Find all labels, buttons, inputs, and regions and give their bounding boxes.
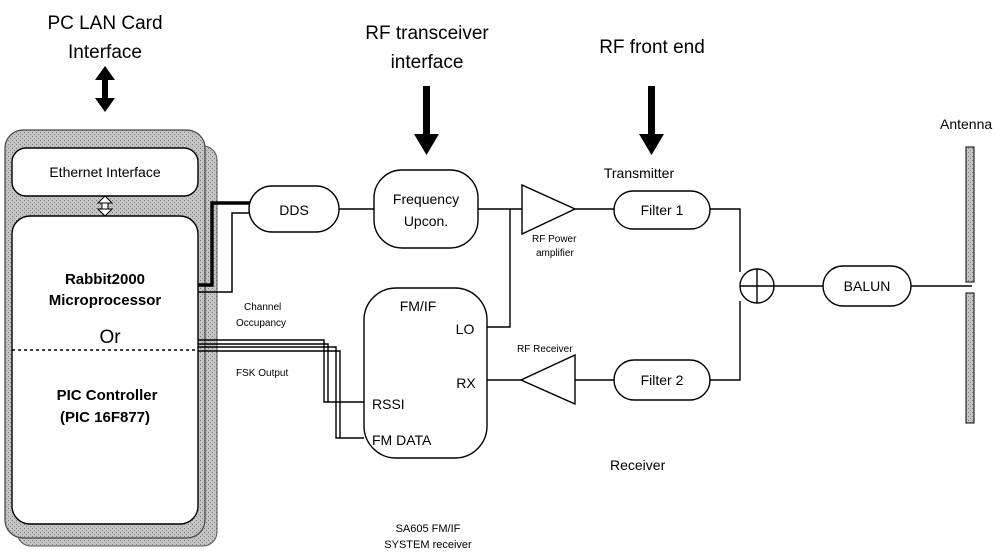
heading-rf-transceiver-line2: interface [391,52,464,73]
rx-pin-label: RX [456,375,476,391]
upcon-label-line2: Upcon. [404,213,448,229]
lo-pin-label: LO [456,321,475,337]
antenna-icon [965,146,975,424]
rssi-pin-label: RSSI [372,396,405,412]
down-arrow-icon [639,86,664,155]
fm-if-receiver-block [363,287,488,459]
heading-pc-lan-line2: Interface [68,42,142,63]
fmif-label: FM/IF [400,298,437,314]
frequency-upconverter-block [373,169,479,249]
pic-label-line1: PIC Controller [57,387,158,404]
filter-1-label: Filter 1 [641,202,684,218]
fm-data-pin-label: FM DATA [372,432,432,448]
antenna-label: Antenna [940,116,992,132]
lo-link [487,209,511,328]
down-arrow-icon [414,86,439,155]
rf-power-label-line1: RF Power [532,234,577,245]
fm-data-signal-line [198,346,364,439]
heading-rf-transceiver-line1: RF transceiver [365,23,489,44]
heading-rf-front-end: RF front end [599,37,705,58]
rf-receiver-label: RF Receiver [517,344,573,355]
controller-dds-bus [198,201,250,293]
combiner-icon [739,268,775,304]
rabbit-label-line1: Rabbit2000 [65,271,145,288]
pic-label-line2: (PIC 16F877) [60,409,150,426]
rf-power-label-line2: amplifier [536,248,574,259]
transmitter-label: Transmitter [604,165,675,181]
filter-1-block [613,190,711,230]
or-label: Or [99,327,121,348]
channel-occupancy-label-line1: Channel [244,302,281,313]
rabbit-label-line2: Microprocessor [49,292,162,309]
channel-occupancy-label-line2: Occupancy [236,318,286,329]
receiver-label: Receiver [610,457,666,473]
bidirectional-arrow-icon [95,66,115,112]
sa605-caption-line2: SYSTEM receiver [384,539,472,551]
rssi-signal-line [198,339,364,403]
upcon-label-line1: Frequency [393,191,459,207]
heading-pc-lan-line1: PC LAN Card [47,13,162,34]
dds-label: DDS [279,202,309,218]
filter1-combiner-link [710,208,741,272]
ethernet-interface-label: Ethernet Interface [49,164,161,180]
rf-power-amplifier-icon [521,183,577,236]
sa605-caption-line1: SA605 FM/IF [396,523,461,535]
processor-block [11,215,199,525]
bus-connector-icon [96,195,114,217]
filter-2-label: Filter 2 [641,372,684,388]
balun-label: BALUN [844,278,891,294]
rf-receiver-amplifier-icon [519,353,576,406]
fsk-output-label: FSK Output [236,368,288,379]
combiner-filter2-link [710,301,741,381]
